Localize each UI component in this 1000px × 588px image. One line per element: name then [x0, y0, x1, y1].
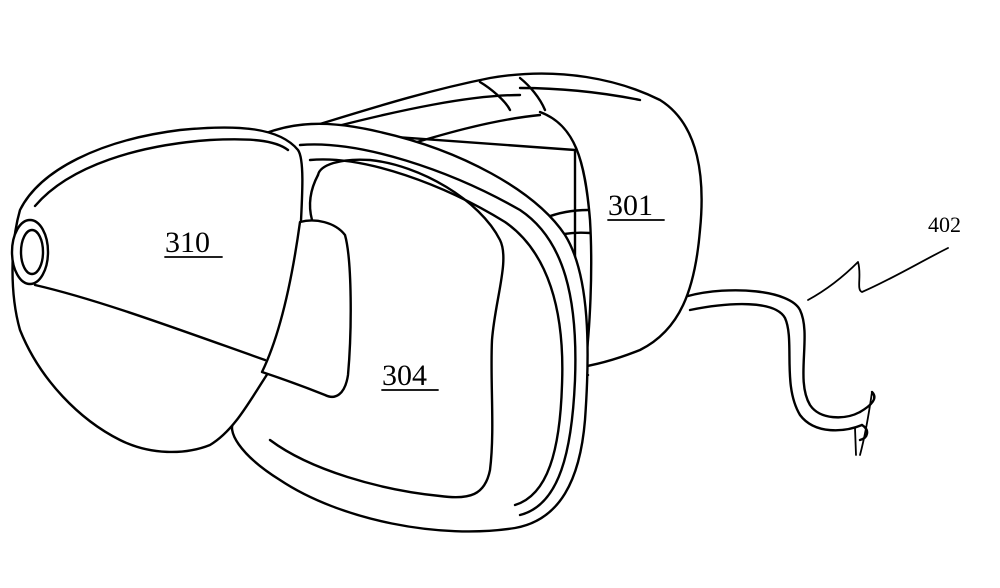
inner-tab: [260, 219, 352, 398]
label-301-text: 301: [608, 189, 653, 222]
label-304-text: 304: [382, 359, 427, 392]
label-301: 301: [607, 189, 665, 222]
cable-402: [686, 289, 876, 456]
label-310: 310: [164, 226, 223, 259]
label-402-text: 402: [928, 212, 961, 237]
shell-310: [10, 126, 304, 454]
label-310-text: 310: [165, 226, 210, 259]
label-402: 402: [807, 212, 961, 301]
label-304: 304: [381, 359, 439, 392]
